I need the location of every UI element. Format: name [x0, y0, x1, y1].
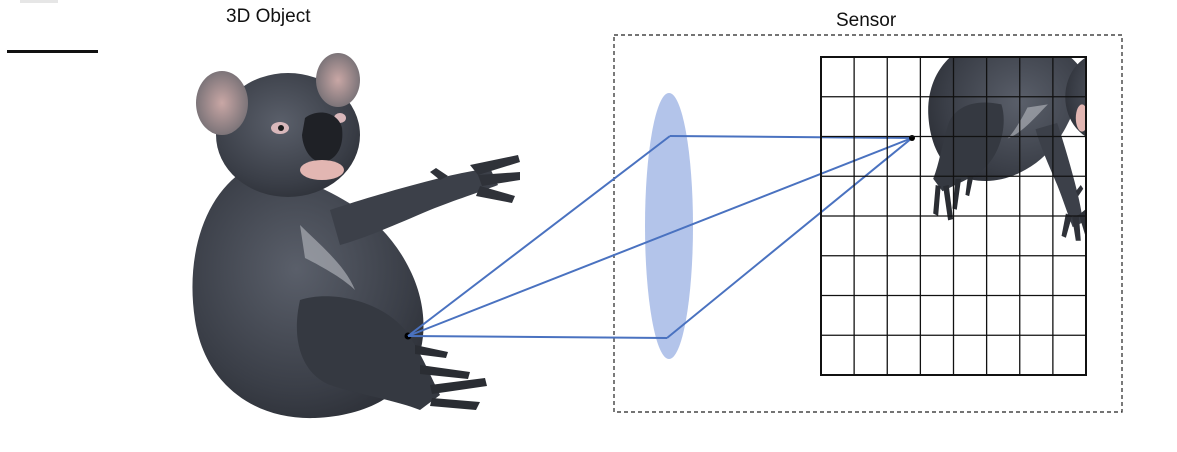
sensor-grid [820, 56, 1087, 376]
sensor-label: Sensor [836, 10, 897, 31]
inverted-koala-image [928, 57, 1086, 241]
top-rule [7, 50, 98, 53]
koala-figure [192, 53, 520, 419]
light-rays [407, 135, 913, 339]
corner-chip [20, 0, 58, 3]
object-label: 3D Object [226, 6, 311, 27]
lens-shape [645, 93, 693, 359]
camera-box [613, 34, 1123, 413]
